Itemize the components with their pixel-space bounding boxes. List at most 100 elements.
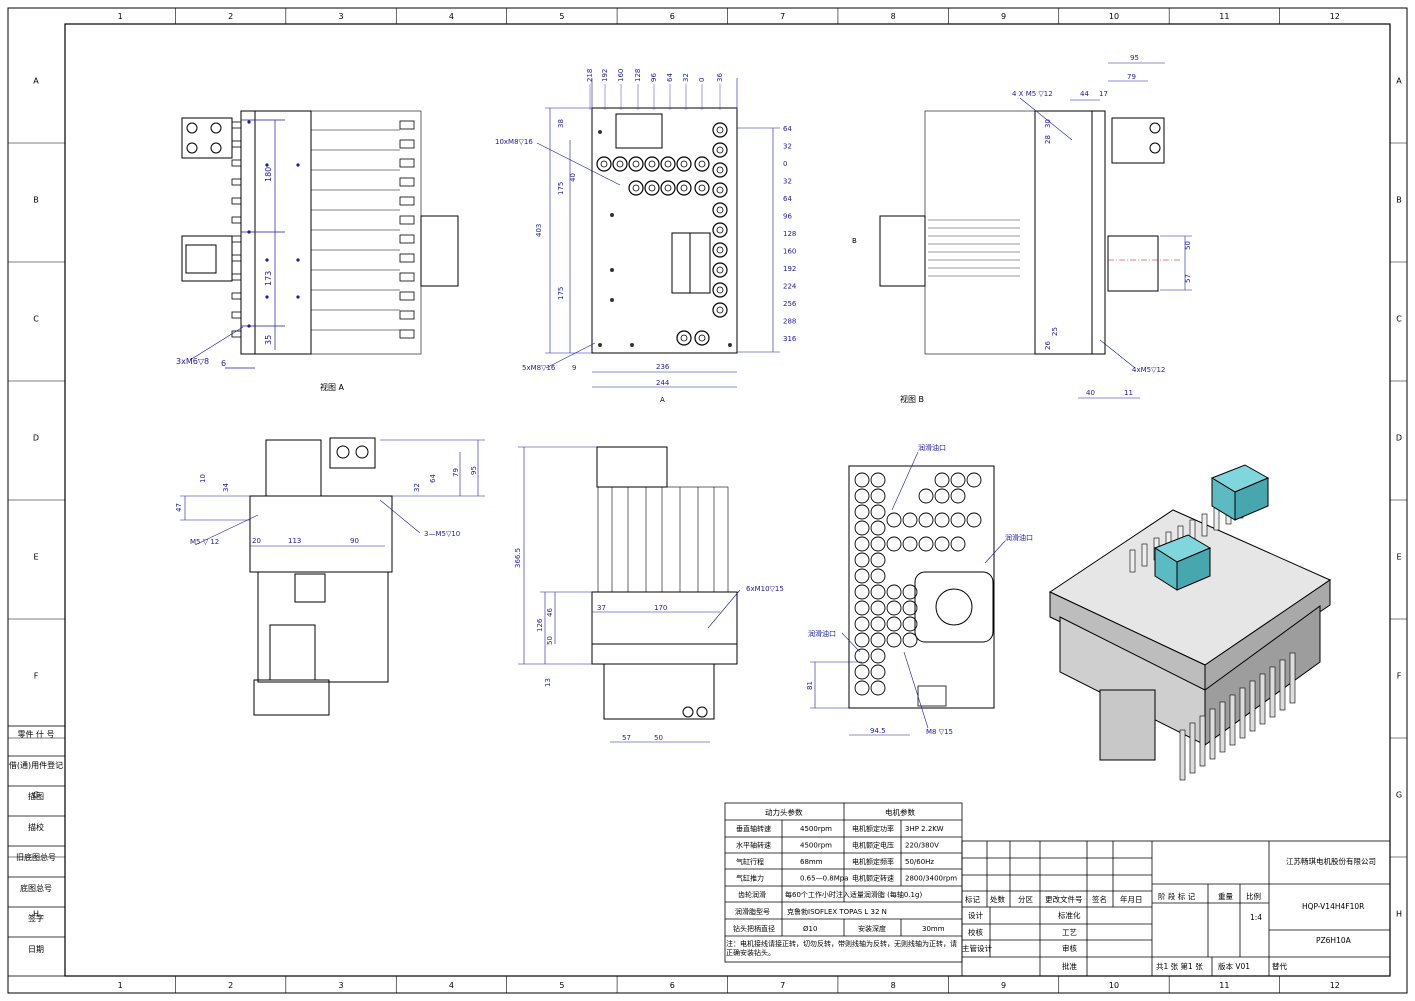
dim-label: 57 — [622, 734, 631, 742]
column-marker: 10 — [1109, 981, 1119, 990]
hole-callout: M5 ▽ 12 — [190, 538, 219, 546]
param-value: 4500rpm — [800, 825, 832, 833]
dim-label: 11 — [1124, 389, 1133, 397]
stage-header: 比例 — [1246, 891, 1261, 901]
title-block — [961, 840, 1391, 977]
dim-label: 47 — [175, 503, 183, 512]
drawing-number: PZ6H10A — [1316, 936, 1352, 945]
column-marker: 11 — [1219, 981, 1229, 990]
table-header: 动力头参数 — [765, 807, 803, 817]
column-marker: 8 — [891, 981, 896, 990]
row-marker: E — [1396, 553, 1401, 562]
dim-label: 13 — [544, 678, 552, 687]
dim-label: 32 — [413, 483, 421, 492]
spindle-pattern — [854, 472, 982, 707]
rev-header: 更改文件号 — [1045, 894, 1083, 904]
strip-label: 描图 — [28, 791, 44, 801]
view-a-label: 视图 A — [320, 382, 345, 392]
column-marker: 4 — [449, 12, 454, 21]
param-value: 0.65—0.8Mpa — [800, 875, 849, 883]
scale-value: 1:4 — [1250, 913, 1262, 922]
role-label: 设计 — [968, 910, 983, 920]
dim-label: 37 — [597, 604, 606, 612]
dim-label: 40 — [569, 173, 577, 182]
param-value: 2800/3400rpm — [905, 875, 957, 883]
column-marker: 6 — [670, 981, 675, 990]
param-label: 气缸行程 — [736, 857, 764, 866]
table-note: 注：电机接线请接正转，切勿反转，带则线轴为反转，无则线轴为正转，请正确安装钻头。 — [726, 940, 957, 957]
view-b-label: 视图 B — [900, 394, 924, 404]
column-marker: 12 — [1330, 12, 1340, 21]
column-marker: 7 — [780, 981, 785, 990]
table-header: 电机参数 — [885, 807, 915, 817]
role-label: 审核 — [1062, 943, 1078, 953]
param-value: 50/60Hz — [905, 858, 934, 866]
dim-label: 160 — [783, 248, 796, 256]
dim-label: 236 — [656, 363, 670, 371]
column-marker: 5 — [559, 981, 564, 990]
dim-label: 40 — [1086, 389, 1095, 397]
role-label: 工艺 — [1062, 928, 1077, 937]
param-label: 电机额定频率 — [852, 857, 894, 866]
hole-callout: 4xM5▽12 — [1132, 366, 1165, 374]
role-label: 批准 — [1062, 961, 1078, 971]
spindle-pattern — [596, 122, 732, 347]
column-marker: 8 — [891, 12, 896, 21]
dim-label: 30 — [1044, 119, 1052, 128]
dim-label: 32 — [682, 73, 690, 82]
dim-label: 175 — [557, 287, 565, 300]
dim-label: 6 — [221, 359, 226, 368]
stage-header: 阶 段 标 记 — [1158, 891, 1196, 901]
strip-label: 底图总号 — [20, 883, 52, 893]
row-marker: D — [33, 434, 39, 443]
param-value: 4500rpm — [800, 842, 832, 850]
dim-label: 170 — [654, 604, 667, 612]
dim-label: 218 — [586, 69, 594, 82]
dim-label: 17 — [1099, 90, 1108, 98]
param-label: 钻头把柄直径 — [733, 924, 775, 933]
dim-label: 25 — [1051, 327, 1059, 336]
rev-header: 年月日 — [1120, 894, 1143, 904]
dim-label: 113 — [288, 537, 301, 545]
dim-label: 32 — [783, 143, 792, 151]
isometric-valves — [1153, 464, 1270, 591]
dim-label: 288 — [783, 318, 796, 326]
column-marker: 4 — [449, 981, 454, 990]
hole-callout: 6xM10▽15 — [746, 585, 784, 593]
param-label: 润滑脂型号 — [735, 907, 770, 916]
dim-label: 38 — [557, 119, 565, 128]
rev-header: 签名 — [1092, 894, 1107, 904]
isometric-spindles — [1129, 495, 1296, 781]
dim-label: 96 — [650, 73, 658, 82]
column-marker: 3 — [338, 12, 343, 21]
column-marker: 9 — [1001, 12, 1006, 21]
column-marker: 9 — [1001, 981, 1006, 990]
param-label: 电机额定转速 — [852, 874, 894, 883]
dim-label: 79 — [452, 468, 460, 477]
dim-label: 403 — [535, 224, 543, 237]
dim-label: 79 — [1127, 73, 1136, 81]
role-label: 标准化 — [1058, 910, 1081, 920]
column-marker: 2 — [228, 12, 233, 21]
dim-label: 160 — [617, 69, 625, 82]
dim-label: 81 — [806, 681, 814, 690]
param-label: 水平轴转速 — [736, 841, 771, 850]
dim-label: 256 — [783, 300, 797, 308]
row-marker: H — [1396, 910, 1402, 919]
dim-label: 94.5 — [870, 727, 886, 735]
left-record-strip — [7, 725, 66, 977]
param-value: 30mm — [922, 925, 945, 933]
version-label: 版本 V01 — [1218, 961, 1250, 971]
dim-label: 9 — [572, 364, 576, 372]
replace-label: 替代 — [1272, 961, 1288, 971]
dim-label: 0 — [698, 78, 706, 82]
role-label: 校核 — [968, 927, 983, 937]
column-marker: 2 — [228, 981, 233, 990]
lube-port-label: 润滑油口 — [1005, 533, 1033, 542]
strip-label: 描校 — [28, 822, 44, 832]
strip-label: 签字 — [28, 913, 44, 923]
row-marker: E — [33, 553, 38, 562]
side-view-drawing — [249, 437, 393, 716]
